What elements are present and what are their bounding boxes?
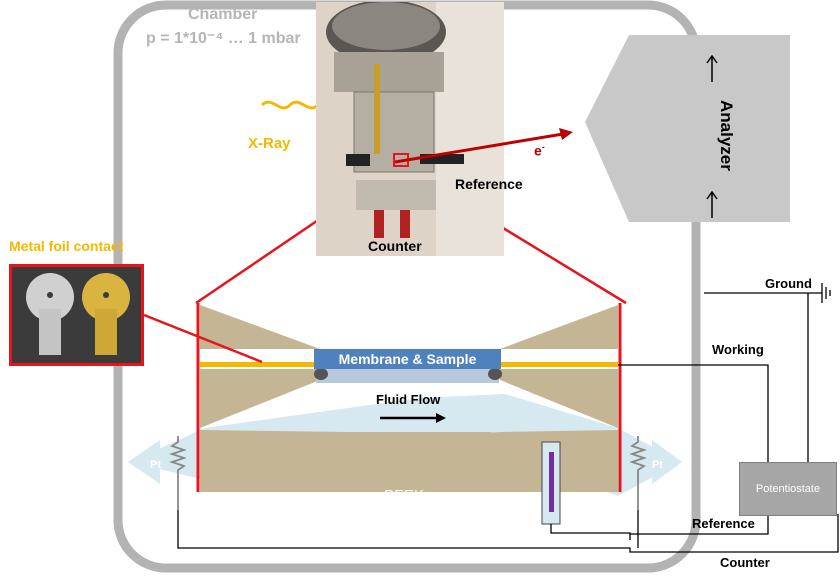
peek-label: PEEK	[384, 487, 425, 504]
pt-label-right: Pt	[652, 459, 663, 471]
foil-callout-line	[143, 313, 263, 364]
counter-label: Counter	[720, 555, 770, 570]
o-ring-right	[488, 368, 502, 380]
foil-left	[200, 362, 320, 367]
reference-label: Reference	[692, 516, 755, 531]
analyzer-label: Analyzer	[717, 99, 736, 171]
ground-label: Ground	[765, 276, 812, 291]
fluid-flow-arrow	[380, 413, 446, 423]
foil-image	[12, 267, 141, 363]
reference-electrode-core	[549, 452, 554, 512]
working-label: Working	[712, 342, 764, 357]
foil-title: Metal foil contact	[9, 238, 124, 254]
setup-photo	[316, 2, 504, 256]
electron-charge: -	[541, 142, 545, 152]
flow-arrow-right	[652, 440, 682, 484]
photo-reference-label: Reference	[455, 176, 523, 192]
flow-arrow-left	[128, 440, 160, 484]
pt-label-left: Pt	[150, 459, 161, 471]
electron-label: e-	[534, 142, 545, 159]
peek-lower	[200, 432, 618, 492]
chamber-pressure: p = 1*10⁻⁴ … 1 mbar	[146, 30, 301, 47]
foil-right	[500, 362, 618, 367]
ground-symbol	[821, 283, 831, 303]
xray-label: X-Ray	[248, 135, 291, 152]
sample-region	[316, 369, 499, 383]
foil-photo	[9, 264, 144, 366]
fluid-flow-label: Fluid Flow	[376, 392, 441, 407]
analyzer-arrow-top	[706, 54, 718, 82]
electron-symbol: e	[534, 142, 542, 159]
pt-spring-left	[169, 436, 187, 510]
electron-beam	[395, 128, 573, 164]
analyzer-arrow-bottom	[706, 190, 718, 218]
pt-spring-right	[629, 436, 647, 510]
membrane-label: Membrane & Sample	[314, 349, 501, 369]
potentiostat-box: Potentiostate	[739, 462, 837, 516]
chamber-title: Chamber	[188, 6, 258, 23]
photo-counter-label: Counter	[368, 238, 422, 254]
analyzer-body	[585, 35, 790, 222]
circuit-wires	[177, 292, 839, 553]
o-ring-left	[314, 368, 328, 380]
